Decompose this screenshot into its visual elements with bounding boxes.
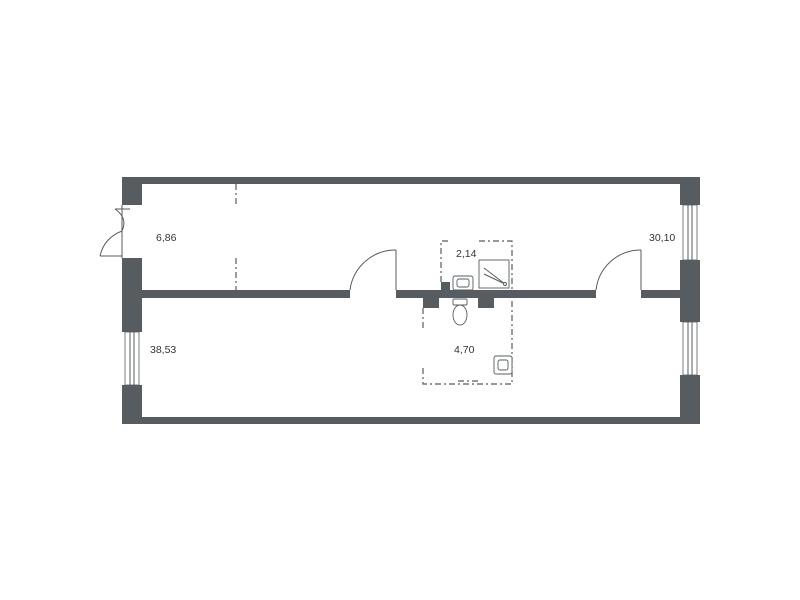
toilet-icon — [452, 298, 468, 326]
exterior-walls — [122, 177, 700, 424]
doors — [99, 205, 642, 291]
window-icon — [682, 321, 698, 376]
sink-icon — [493, 355, 513, 375]
area-label-main-room: 38,53 — [150, 344, 176, 356]
door-swing-icon — [99, 205, 130, 258]
sink-icon — [452, 275, 474, 291]
shower-icon — [478, 259, 510, 289]
bath-stub-right — [478, 298, 494, 308]
partition-left — [142, 290, 350, 298]
window-icon — [682, 204, 698, 261]
right-wall-bottom — [680, 375, 700, 424]
area-labels: 6,86 30,10 2,14 38,53 4,70 — [150, 232, 675, 356]
dashed-partitions — [235, 184, 513, 385]
area-label-bath-lower: 4,70 — [454, 344, 475, 356]
area-label-bath-upper: 2,14 — [456, 248, 477, 260]
partition-middle — [396, 290, 596, 298]
left-wall-middle — [122, 258, 142, 332]
door-swing-icon — [349, 249, 397, 291]
right-wall-middle — [680, 260, 700, 322]
windows — [124, 204, 698, 386]
bath-stub-upper — [441, 282, 450, 292]
window-icon — [124, 331, 140, 386]
left-wall-top — [122, 177, 142, 205]
right-wall-top — [680, 177, 700, 205]
area-label-entry: 6,86 — [156, 232, 177, 244]
area-label-right-room: 30,10 — [649, 232, 675, 244]
door-swing-icon — [595, 249, 642, 291]
top-wall — [122, 177, 700, 184]
left-wall-bottom — [122, 385, 142, 424]
bathroom-fixtures — [452, 259, 513, 375]
bottom-wall — [122, 417, 700, 424]
interior-walls — [142, 282, 680, 308]
partition-right — [641, 290, 680, 298]
bath-stub-left — [423, 298, 439, 308]
